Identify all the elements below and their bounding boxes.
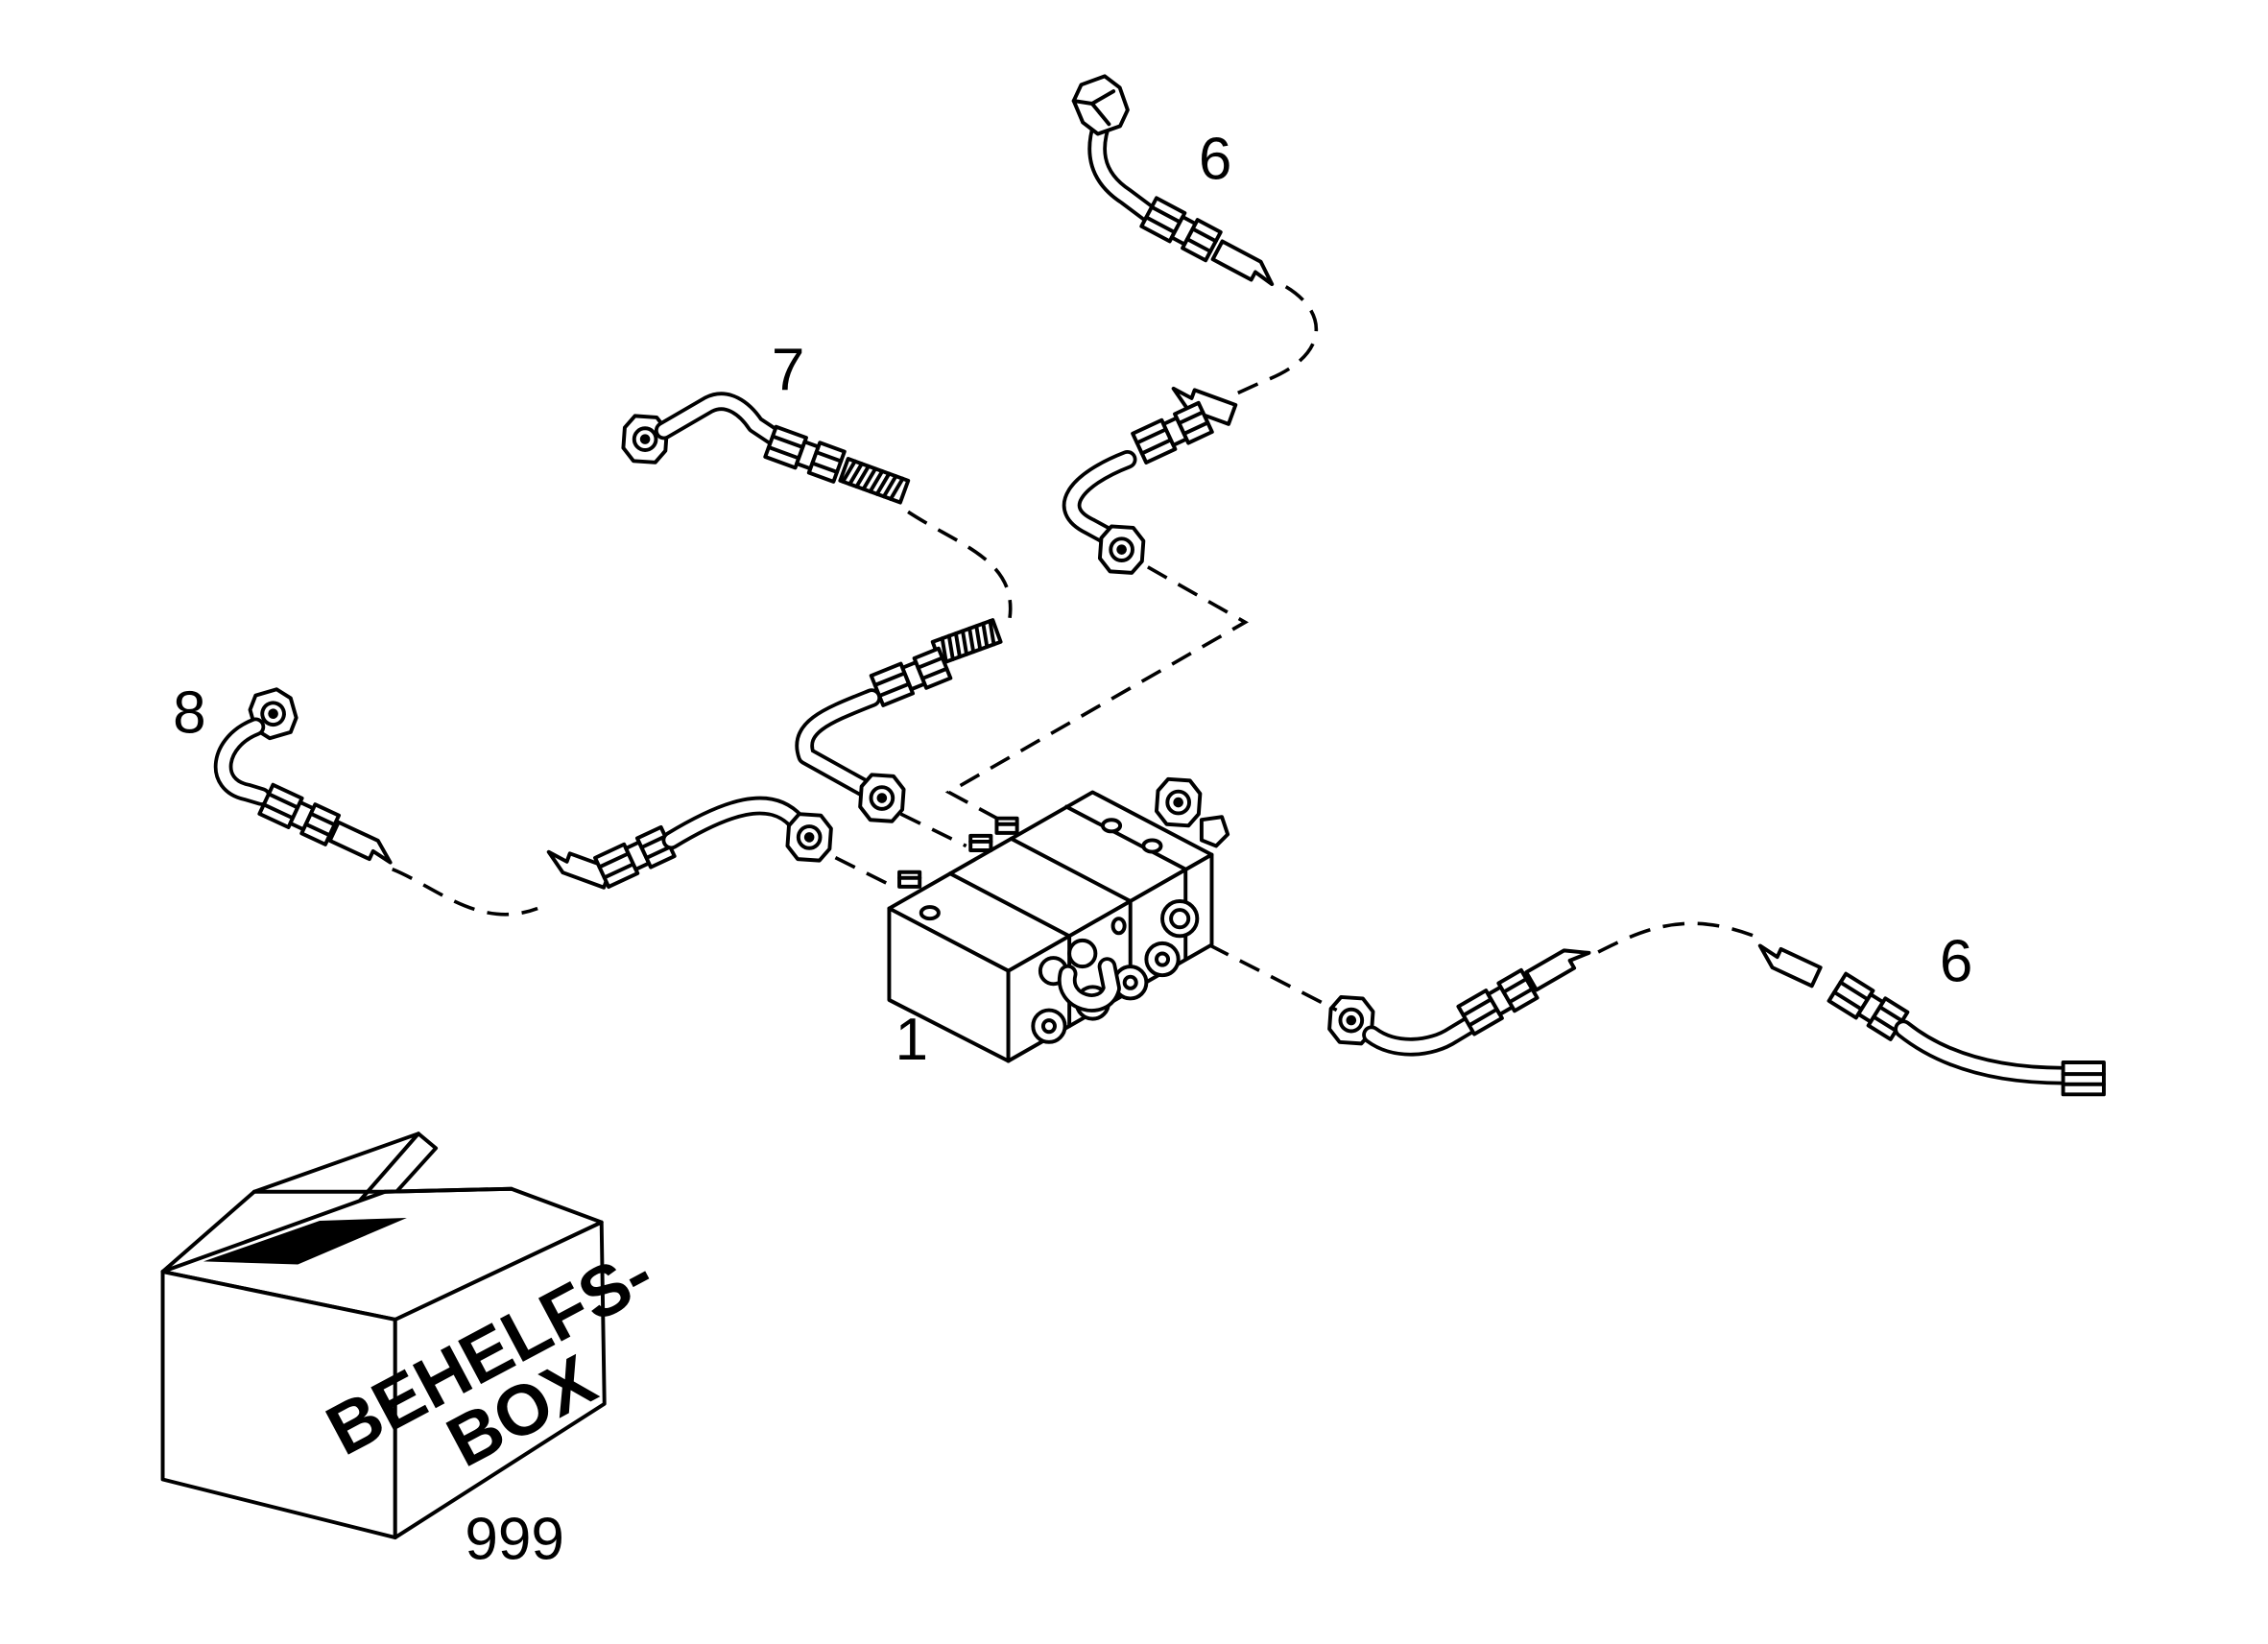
callout-part-1: 1: [895, 1007, 928, 1073]
hose-part-6-right-left: [1327, 938, 1594, 1057]
hose-part-7: [621, 392, 911, 505]
callout-part-6-right: 6: [1940, 928, 1973, 994]
hose-part-6-right-right: [1752, 938, 2106, 1097]
hose-part-6-top: [1071, 74, 1281, 292]
distributor-block-part-1: [887, 776, 1230, 1063]
connection-paths: [392, 285, 1759, 1013]
callout-part-999: 999: [465, 1507, 564, 1573]
behelfs-box-part-999: BEHELFS- BOX: [160, 1132, 665, 1540]
callout-part-6-top: 6: [1199, 127, 1232, 193]
hose-part-6-top-lower: [1062, 381, 1238, 575]
callout-part-8: 8: [173, 679, 206, 746]
hose-part-8: [213, 682, 398, 870]
callout-part-7: 7: [772, 337, 805, 403]
hose-part-8-right: [541, 796, 833, 890]
hose-part-7-lower: [795, 618, 1003, 823]
